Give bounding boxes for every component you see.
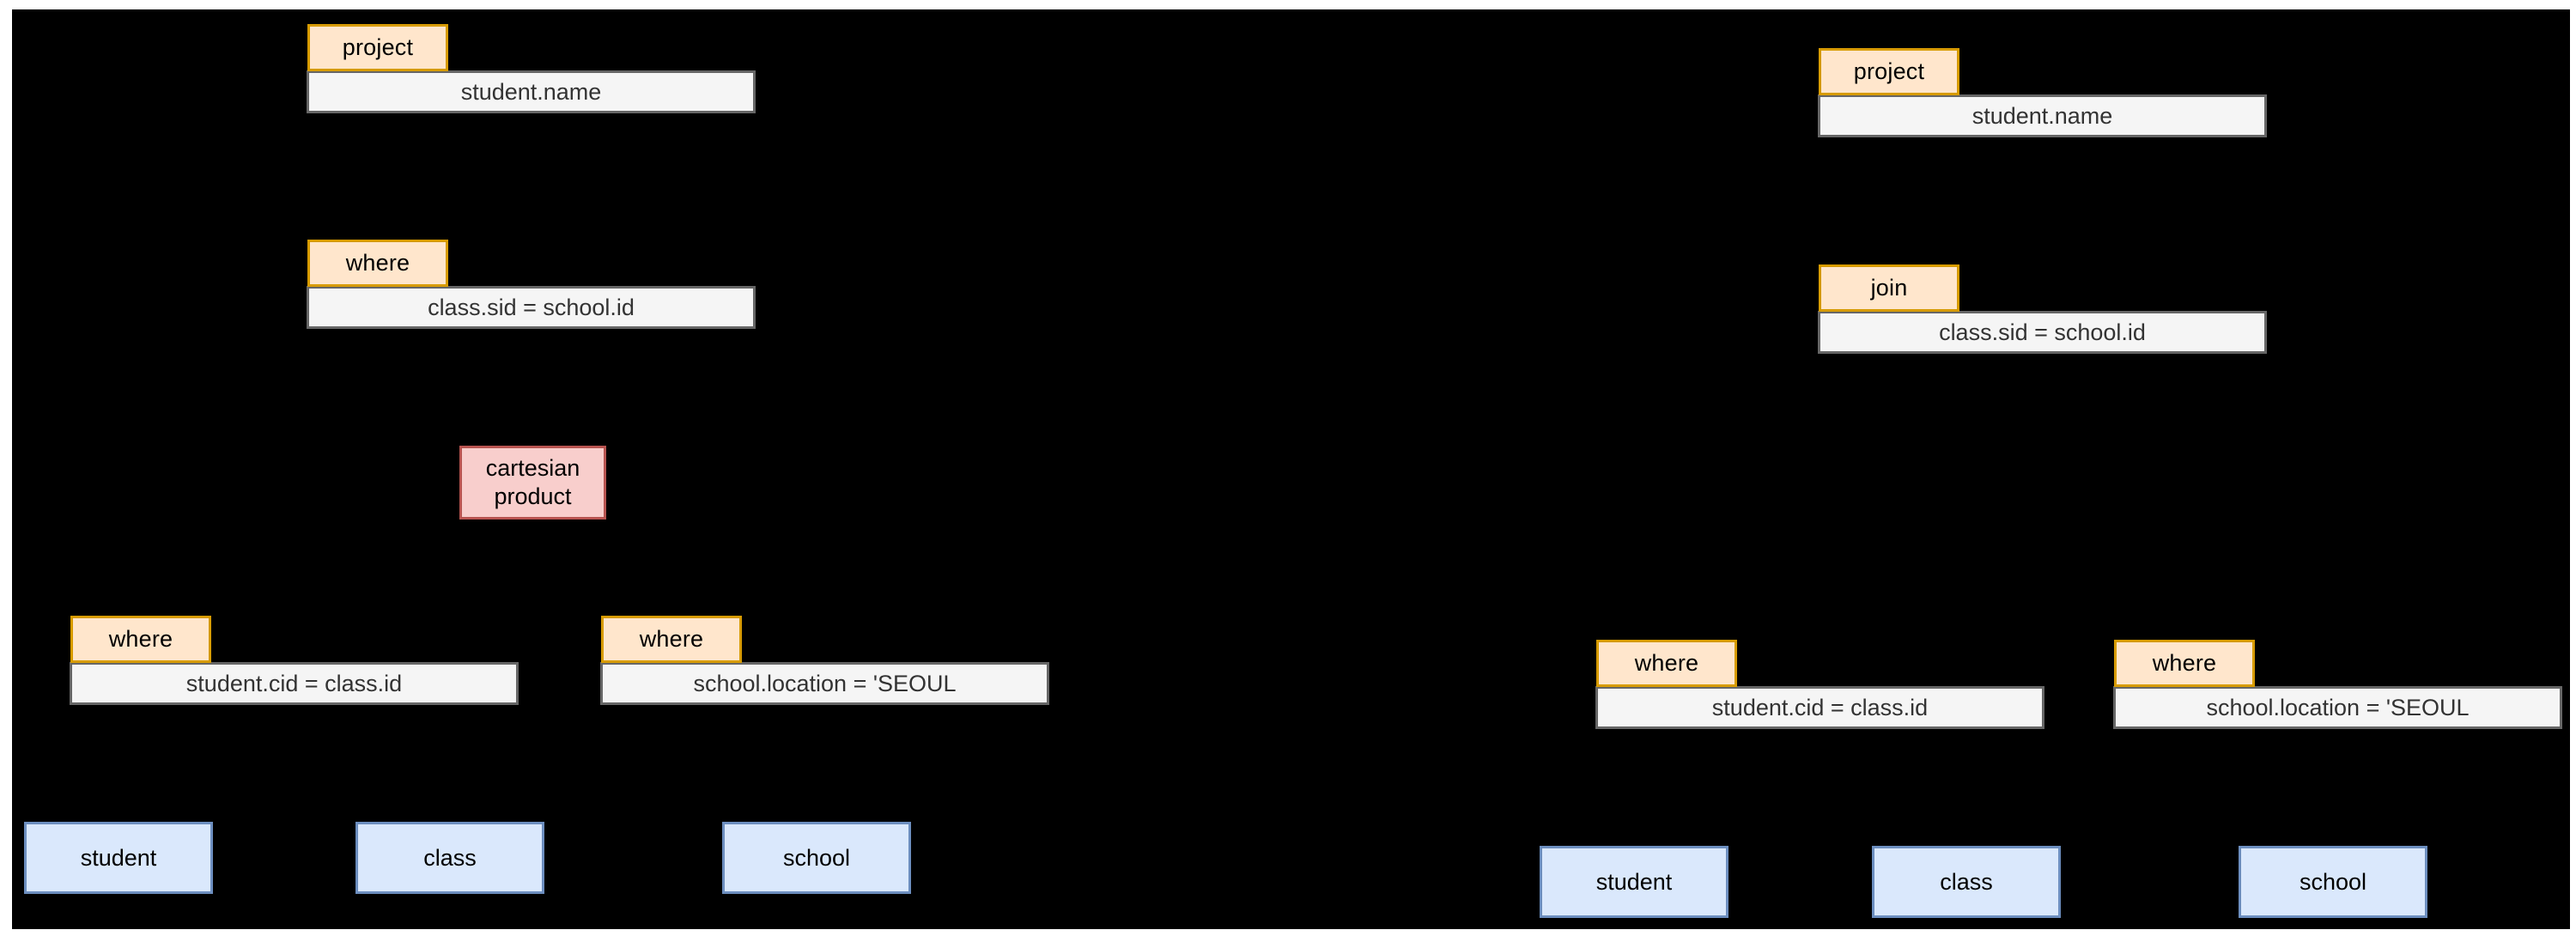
right-join-operator-tab[interactable]: join — [1819, 264, 1959, 312]
right-relation-student-box[interactable]: student — [1540, 846, 1728, 918]
right-project-expression-label: student.name — [1971, 102, 2113, 129]
left-cartesian-product-box[interactable]: cartesian product — [459, 446, 606, 520]
left-where-student-class-operator-label: where — [108, 626, 173, 652]
right-project-operator-label: project — [1853, 58, 1925, 84]
left-where-school-location-operator-label: where — [639, 626, 704, 652]
right-where-school-location-operator-label: where — [2152, 650, 2217, 676]
right-join-expression-label: class.sid = school.id — [1939, 319, 2146, 345]
right-join-expression-box[interactable]: class.sid = school.id — [1818, 311, 2267, 354]
right-where-school-location-expression-box[interactable]: school.location = 'SEOUL — [2113, 686, 2562, 729]
left-where-school-location-operator-tab[interactable]: where — [601, 616, 742, 663]
left-where-student-class-expression-label: student.cid = class.id — [185, 670, 403, 696]
right-relation-school-box[interactable]: school — [2239, 846, 2427, 918]
left-project-operator-label: project — [342, 34, 414, 60]
right-relation-school-label: school — [2299, 868, 2367, 895]
right-where-student-class-expression-label: student.cid = class.id — [1711, 694, 1929, 720]
left-where-join-expression-box[interactable]: class.sid = school.id — [307, 286, 756, 329]
left-where-join-operator-label: where — [345, 250, 410, 276]
left-project-operator-tab[interactable]: project — [307, 24, 448, 71]
right-where-school-location-expression-label: school.location = 'SEOUL — [2206, 694, 2470, 720]
left-where-school-location-expression-label: school.location = 'SEOUL — [693, 670, 957, 696]
right-relation-student-label: student — [1595, 868, 1673, 895]
cartesian-product-line-2: product — [494, 483, 572, 509]
left-relation-class-box[interactable]: class — [355, 822, 544, 894]
right-project-operator-tab[interactable]: project — [1819, 48, 1959, 95]
right-project-expression-box[interactable]: student.name — [1818, 94, 2267, 137]
left-where-student-class-operator-tab[interactable]: where — [70, 616, 211, 663]
right-join-operator-label: join — [1870, 275, 1908, 301]
left-relation-school-box[interactable]: school — [722, 822, 911, 894]
right-where-student-class-expression-box[interactable]: student.cid = class.id — [1595, 686, 2044, 729]
right-relation-class-box[interactable]: class — [1872, 846, 2061, 918]
left-where-school-location-expression-box[interactable]: school.location = 'SEOUL — [600, 662, 1049, 705]
left-project-expression-box[interactable]: student.name — [307, 70, 756, 113]
left-where-join-operator-tab[interactable]: where — [307, 240, 448, 287]
left-relation-student-box[interactable]: student — [24, 822, 213, 894]
right-where-school-location-operator-tab[interactable]: where — [2114, 640, 2255, 687]
left-relation-school-label: school — [782, 844, 851, 871]
right-where-student-class-operator-tab[interactable]: where — [1596, 640, 1737, 687]
right-relation-class-label: class — [1940, 868, 1993, 895]
left-relation-student-label: student — [80, 844, 157, 871]
diagram-canvas: project student.name where class.sid = s… — [12, 9, 2570, 929]
left-where-join-expression-label: class.sid = school.id — [428, 294, 635, 320]
left-project-expression-label: student.name — [460, 78, 602, 105]
cartesian-product-line-1: cartesian — [485, 455, 580, 482]
left-where-student-class-expression-box[interactable]: student.cid = class.id — [70, 662, 519, 705]
left-relation-class-label: class — [423, 844, 477, 871]
right-where-student-class-operator-label: where — [1634, 650, 1699, 676]
